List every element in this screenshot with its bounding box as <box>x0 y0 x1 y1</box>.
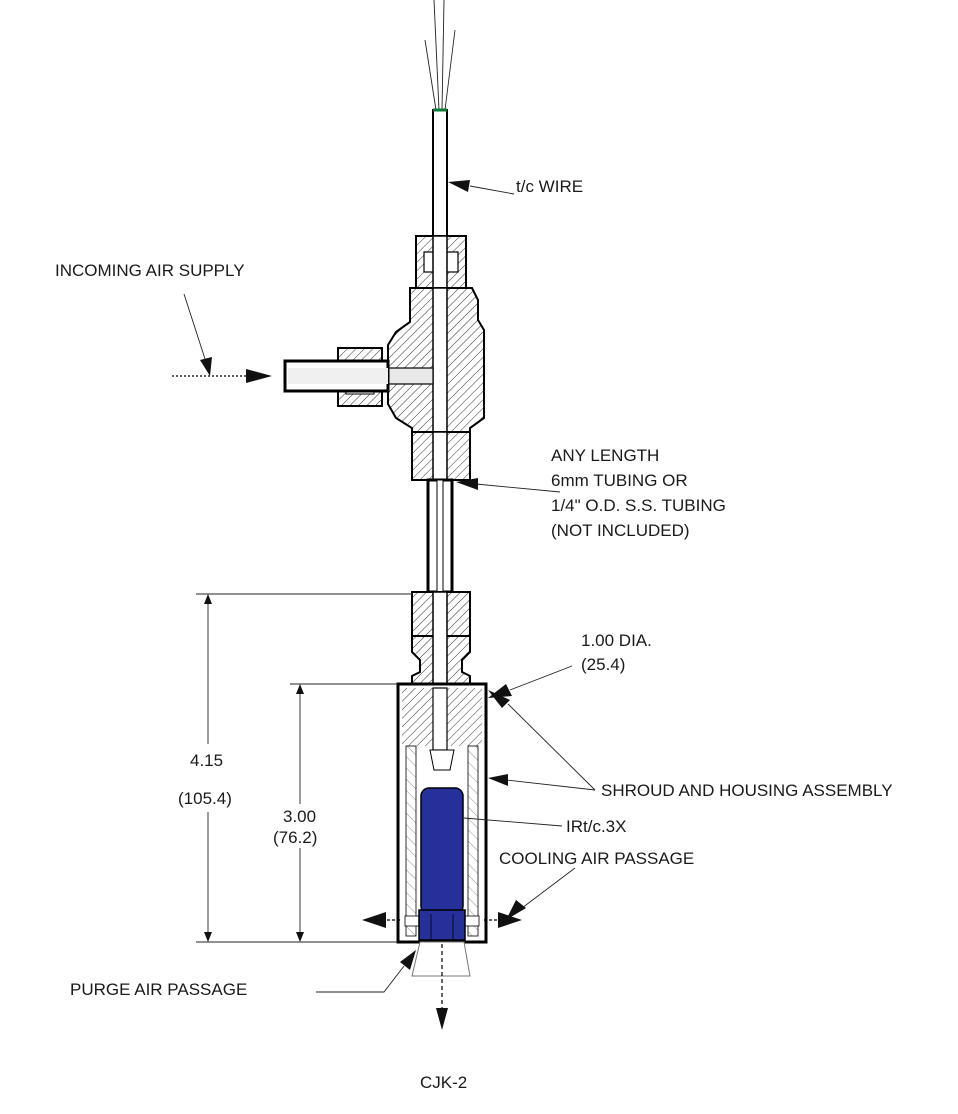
label-tubing-line4: (NOT INCLUDED) <box>551 521 690 540</box>
tee-fitting-body <box>387 287 485 439</box>
label-overall-in: 4.15 <box>190 751 223 770</box>
label-dia: 1.00 DIA. <box>581 631 652 650</box>
label-tc-wire: t/c WIRE <box>516 177 583 196</box>
dimension-housing <box>290 683 398 942</box>
leader-lines <box>183 180 596 993</box>
incoming-air-arrow <box>172 369 272 383</box>
label-figure-id: CJK-2 <box>420 1073 467 1092</box>
connecting-tubing <box>426 478 454 594</box>
label-incoming-air: INCOMING AIR SUPPLY <box>55 261 245 280</box>
air-inlet-fitting <box>283 347 390 407</box>
label-housing-mm: (76.2) <box>273 828 317 847</box>
cooling-air-arrows <box>362 912 522 928</box>
dimension-overall <box>196 593 412 943</box>
label-purge: PURGE AIR PASSAGE <box>70 980 247 999</box>
tc-wire-strands <box>424 0 456 111</box>
lower-compression-fitting <box>411 591 471 693</box>
label-overall-mm: (105.4) <box>178 789 232 808</box>
diagram-labels: t/c WIRE INCOMING AIR SUPPLY ANY LENGTH … <box>55 177 893 1092</box>
label-dia-mm: (25.4) <box>581 655 625 674</box>
label-cooling: COOLING AIR PASSAGE <box>499 849 694 868</box>
label-sensor: IRt/c.3X <box>566 817 626 836</box>
label-housing-in: 3.00 <box>283 807 316 826</box>
label-tubing-line2: 6mm TUBING OR <box>551 471 688 490</box>
label-shroud: SHROUD AND HOUSING ASSEMBLY <box>601 781 893 800</box>
label-tubing-line3: 1/4" O.D. S.S. TUBING <box>551 496 726 515</box>
ir-sensor <box>418 787 466 941</box>
purge-cone <box>411 941 471 1030</box>
middle-compression-fitting <box>411 431 471 489</box>
top-compression-fitting <box>415 235 467 297</box>
label-tubing-line1: ANY LENGTH <box>551 446 659 465</box>
